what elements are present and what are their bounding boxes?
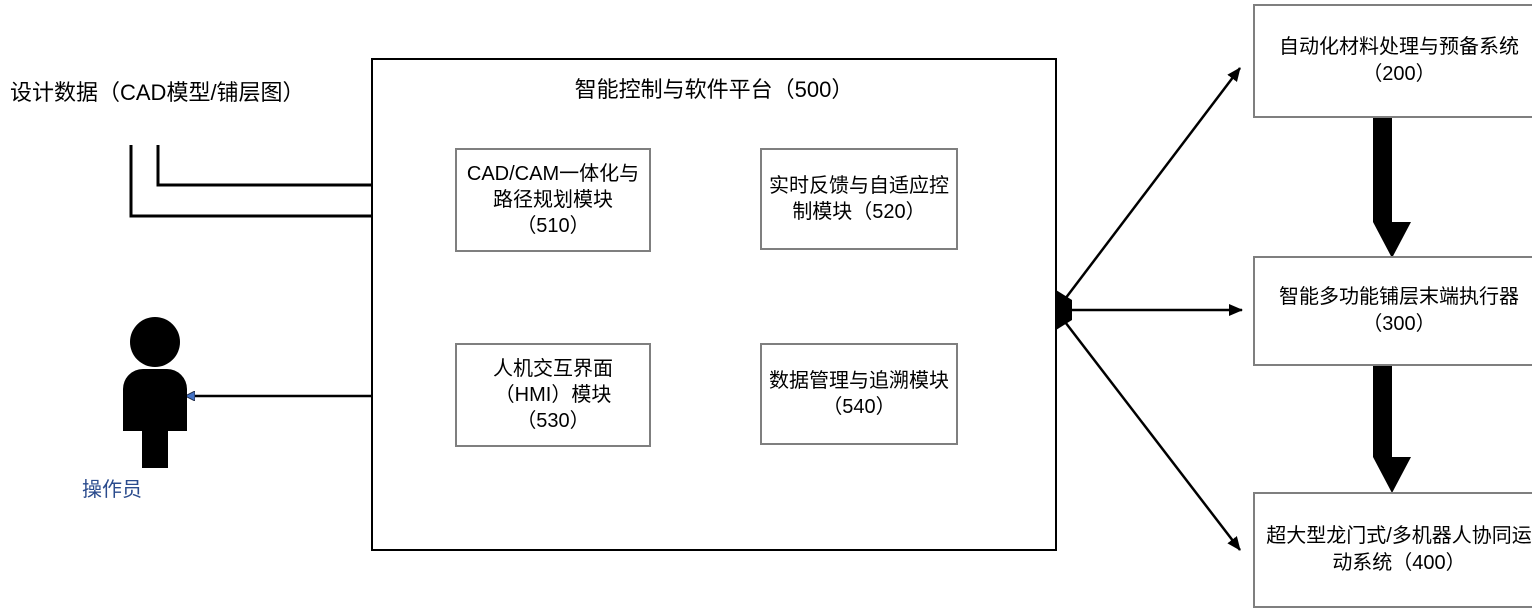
module-530[interactable]: 人机交互界面（HMI）模块（530） bbox=[455, 343, 651, 447]
system-300-label: 智能多功能铺层末端执行器（300） bbox=[1279, 286, 1519, 335]
module-530-label: 人机交互界面（HMI）模块（530） bbox=[493, 358, 613, 432]
module-510-label: CAD/CAM一体化与路径规划模块（510） bbox=[466, 163, 640, 237]
system-300[interactable]: 智能多功能铺层末端执行器（300） bbox=[1253, 256, 1532, 366]
person-icon bbox=[123, 317, 187, 468]
module-540-label: 数据管理与追溯模块（540） bbox=[769, 370, 949, 418]
design-data-label: 设计数据（CAD模型/铺层图） bbox=[10, 80, 305, 105]
platform-container-500: 智能控制与软件平台（500） bbox=[371, 58, 1057, 551]
module-540[interactable]: 数据管理与追溯模块（540） bbox=[760, 343, 958, 445]
system-300-to-400-connector bbox=[1373, 364, 1411, 493]
module-520-label: 实时反馈与自适应控制模块（520） bbox=[769, 175, 949, 223]
system-400-label: 超大型龙门式/多机器人协同运动系统（400） bbox=[1266, 525, 1532, 574]
operator-label: 操作员 bbox=[82, 479, 142, 501]
module-520[interactable]: 实时反馈与自适应控制模块（520） bbox=[760, 148, 958, 250]
module-510[interactable]: CAD/CAM一体化与路径规划模块（510） bbox=[455, 148, 651, 252]
platform-to-system-200-connector bbox=[1061, 67, 1241, 304]
platform-to-system-400-connector bbox=[1061, 317, 1241, 551]
platform-title: 智能控制与软件平台（500） bbox=[574, 77, 854, 102]
system-400[interactable]: 超大型龙门式/多机器人协同运动系统（400） bbox=[1253, 492, 1532, 608]
system-200[interactable]: 自动化材料处理与预备系统（200） bbox=[1253, 4, 1532, 118]
system-200-label: 自动化材料处理与预备系统（200） bbox=[1279, 36, 1519, 85]
system-200-to-300-connector bbox=[1373, 117, 1411, 258]
